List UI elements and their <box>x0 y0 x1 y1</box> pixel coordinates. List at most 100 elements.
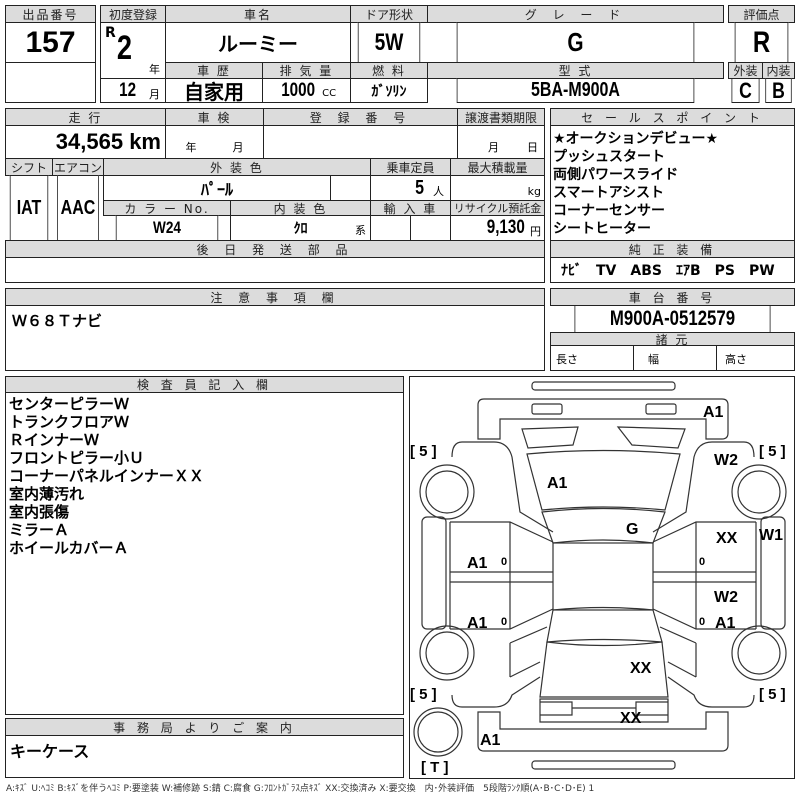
right-step <box>760 516 786 630</box>
inspector-item: センターピラーＷ <box>9 395 130 413</box>
mileage-label: 走 行 <box>5 108 166 126</box>
plate-value <box>263 125 458 159</box>
plate-label: 登 録 番 号 <box>263 108 458 126</box>
wheel-rr <box>731 625 787 681</box>
transfer-label: 譲渡書類期限 <box>457 108 545 126</box>
wheel-fl <box>419 464 475 520</box>
inspector-item: コーナーパネルインナーＸＸ <box>9 467 204 485</box>
max-load-label: 最大積載量 <box>450 158 545 176</box>
damage-label: XX <box>716 530 738 547</box>
roof-front <box>541 507 666 544</box>
shift-label: シフト <box>5 158 53 176</box>
damage-label: A1 <box>703 404 724 421</box>
sales-point: コーナーセンサー <box>553 203 665 219</box>
later-parts-value <box>5 257 545 283</box>
ext-color-extra <box>330 175 371 201</box>
int-color-cell: ｸﾛ系 <box>230 215 371 241</box>
capacity-value: 5 <box>414 176 424 199</box>
windshield <box>526 449 681 511</box>
int-score-label: 内装 <box>762 62 795 79</box>
damage-label: A1 <box>467 615 488 632</box>
damage-label: W2 <box>714 589 738 606</box>
ext-color-value: ﾊﾟｰﾙ <box>103 175 331 201</box>
door-mark: 0 <box>501 556 507 568</box>
fuel-value: ｶﾞｿﾘﾝ <box>350 78 428 103</box>
ext-color-label: 外 装 色 <box>103 158 371 176</box>
capacity-label: 乗車定員 <box>370 158 451 176</box>
car-name: ルーミー <box>165 22 351 63</box>
chassis-value: M900A-0512579 <box>574 305 771 333</box>
chassis-label: 車 台 番 号 <box>550 288 795 306</box>
front-bumper-bar <box>531 381 676 391</box>
inspector-label: 検 査 員 記 入 欄 <box>5 376 404 393</box>
max-load-unit: kg <box>450 175 545 201</box>
displacement-label: 排 気 量 <box>262 62 351 79</box>
reg-label: 初度登録 <box>100 5 166 23</box>
transfer-day-unit: 日 <box>527 141 538 154</box>
door-value: 5W <box>357 22 421 63</box>
damage-label: XX <box>620 710 642 727</box>
shift-value: IAT <box>9 175 49 241</box>
lot-label: 出品番号 <box>5 5 96 23</box>
reg-month: 12 <box>119 80 137 101</box>
int-color-value: ｸﾛ <box>293 221 308 237</box>
spare-tire <box>413 707 463 757</box>
transfer-month-unit: 月 <box>488 141 499 154</box>
grade-label: グ レ ー ド <box>427 5 724 23</box>
sales-points-label: セ ー ル ス ポ イ ン ト <box>550 108 795 126</box>
car-name-label: 車名 <box>165 5 351 23</box>
specs-label: 諸 元 <box>550 332 795 346</box>
damage-diagram: A1 [ 5 ] [ 5 ] W2 A1 G XX W1 A1 0 0 W2 A… <box>409 376 795 779</box>
capacity-unit: 人 <box>433 185 444 198</box>
inspection-label: 車 検 <box>165 108 264 126</box>
ac-label: エアコン <box>52 158 104 176</box>
right-quarter <box>659 626 697 678</box>
transfer-value: 月日 <box>457 125 545 159</box>
wheel-rl <box>419 625 475 681</box>
spare-label: [ T ] <box>421 759 449 776</box>
tire-label: [ 5 ] <box>759 686 786 703</box>
displacement-value: 1000 <box>281 79 315 101</box>
inspection-value: 年月 <box>165 125 264 159</box>
model-value: 5BA-M900A <box>456 78 695 103</box>
left-step <box>421 516 447 630</box>
office-label: 事 務 局 よ り ご 案 内 <box>5 718 404 736</box>
equipment-value: ﾅﾋﾞ TV ABS ｴｱB PS PW <box>550 257 795 283</box>
tire-label: [ 5 ] <box>410 686 437 703</box>
door-mark: 0 <box>501 616 507 628</box>
recycle-label: リサイクル預託金 <box>450 200 545 216</box>
damage-label: A1 <box>547 475 568 492</box>
equipment-label: 純 正 装 備 <box>550 240 795 258</box>
model-label: 型 式 <box>427 62 724 79</box>
ac-value: AAC <box>57 175 99 241</box>
score-label: 評価点 <box>728 5 795 23</box>
damage-label: XX <box>630 660 652 677</box>
history-value: 自家用 <box>165 78 263 103</box>
left-rear-fender <box>451 676 541 708</box>
left-quarter <box>509 626 548 678</box>
door-mark: 0 <box>699 616 705 628</box>
front-bumper <box>477 398 729 440</box>
inspector-item: ミラーＡ <box>9 521 70 539</box>
headlight-left <box>531 403 563 415</box>
color-no-value: W24 <box>115 215 219 241</box>
displacement-unit: CC <box>322 88 337 99</box>
later-parts-label: 後 日 発 送 部 品 <box>5 240 545 258</box>
left-doors <box>449 521 554 630</box>
grille <box>521 426 686 449</box>
sales-point: スマートアシスト <box>553 185 665 201</box>
headlight-right <box>645 403 677 415</box>
roof <box>552 542 654 611</box>
rear-glass <box>539 641 669 698</box>
spec-length: 長さ <box>550 345 634 371</box>
right-doors <box>652 521 757 630</box>
color-no-label: カ ラ ー No. <box>103 200 231 216</box>
office-value: キーケース <box>5 735 404 778</box>
right-rear-fender <box>667 676 755 708</box>
door-mark: 0 <box>699 556 705 568</box>
rear-bumper <box>477 711 729 752</box>
reg-era: R <box>105 25 116 41</box>
notes-label: 注 意 事 項 欄 <box>5 288 545 306</box>
sales-point: ★オークションデビュー★ <box>553 131 719 147</box>
damage-label: G <box>626 521 638 538</box>
